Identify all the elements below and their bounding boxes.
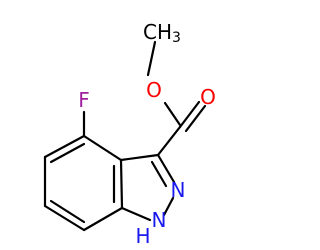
- bond-c4-c5: [43, 134, 86, 159]
- bond-n1-c7a: [120, 206, 152, 222]
- methyl-label: CH3: [143, 20, 181, 46]
- bond-n2-n1: [162, 196, 175, 217]
- methyl-label-text: CH: [143, 20, 172, 44]
- bond-c6-c7: [43, 204, 86, 232]
- bond-carbonyl-double-inner: [184, 104, 207, 133]
- bonds: [43, 40, 207, 232]
- methyl-label-subscript: 3: [172, 30, 181, 46]
- bond-c6-c7-inner: [49, 199, 86, 224]
- bond-c7a-c3a: [119, 158, 124, 210]
- bond-c3-n2-outer: [156, 153, 176, 184]
- ring-nitrogen-label: N: [171, 178, 186, 202]
- structure-canvas: CH3 O O F N N H: [43, 20, 216, 248]
- molecule-structure-diagram: CH3 O O F N N H: [43, 20, 216, 248]
- carbonyl-oxygen-label: O: [200, 85, 216, 109]
- ester-oxygen-label: O: [146, 78, 162, 102]
- bond-c3-n2-inner: [150, 160, 168, 188]
- bond-carbonyl-double-outer: [178, 100, 201, 129]
- bond-ester-oxygen-carbonyl-carbon: [163, 101, 182, 127]
- bond-c4-c5-inner: [49, 142, 86, 164]
- bond-c7-c7a: [82, 206, 124, 232]
- bond-carbonyl-carbon-c3: [156, 125, 182, 157]
- nh-hydrogen-label: H: [135, 224, 150, 248]
- bond-methyl-ester-oxygen: [146, 40, 157, 77]
- nh-nitrogen-label: N: [152, 208, 167, 232]
- bond-c3a-c3: [119, 153, 160, 162]
- bond-c3a-c4: [82, 134, 123, 162]
- atom-labels: CH3 O O F N N H: [78, 20, 216, 248]
- fluorine-label: F: [78, 88, 90, 112]
